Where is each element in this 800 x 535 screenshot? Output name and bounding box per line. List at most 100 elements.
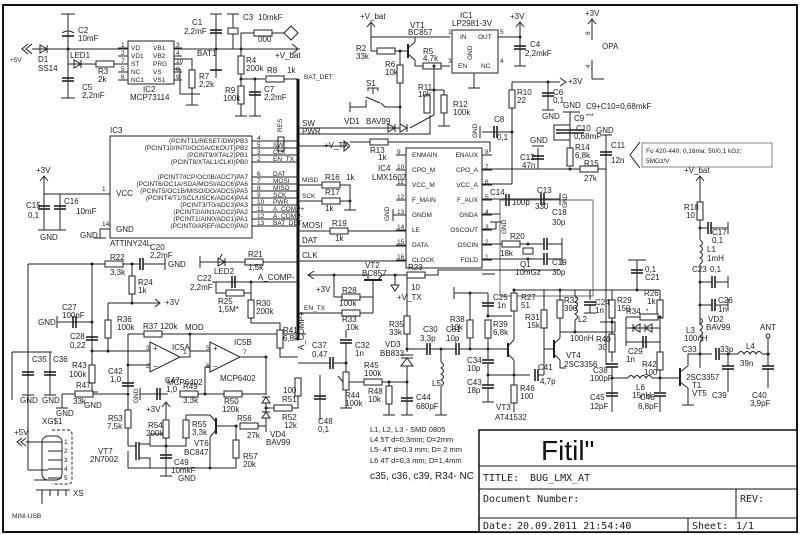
r16-ref: R16: [325, 173, 340, 182]
c6-gnd-label: GND: [542, 112, 560, 121]
r36-value: 100k: [117, 323, 135, 332]
mcu-pin-number: 8: [257, 185, 261, 192]
ic4-pin-number: 11: [397, 179, 404, 186]
c30-value: 3,3p: [420, 334, 436, 343]
vt1-ref: VT1: [410, 21, 425, 30]
vtx-arrow-icon: [343, 139, 351, 153]
c1-ref: C1: [192, 18, 203, 27]
sheet-value: 1/1: [736, 521, 754, 532]
r32-value: 390: [564, 304, 578, 313]
r15-ref: R15: [584, 159, 599, 168]
sheet-label: Sheet:: [692, 521, 728, 532]
c16-ref: C16: [64, 197, 79, 206]
ic2-pin-6: 6: [121, 74, 125, 81]
s1-ref: S1: [366, 79, 376, 88]
r33-value: 10k: [346, 323, 360, 332]
r10-ref: R10: [517, 88, 532, 97]
c19-value: 30p: [552, 268, 566, 277]
c6-ref: C6: [553, 88, 564, 97]
l2-value: 100nH: [570, 334, 594, 343]
vt4-value: 2SC3356: [564, 360, 598, 369]
plus5v-connector-icon: [21, 43, 33, 55]
mcu-pin-net: MOSI: [273, 178, 290, 185]
bat-det-net-label: BAT_DET: [304, 74, 333, 81]
vt6-value: BC847: [184, 448, 209, 457]
r34-value: *: [646, 308, 649, 315]
ic4-pin-number: 9: [397, 149, 401, 156]
mosi-net-label-pll: MOSI: [302, 221, 322, 230]
t1-ref: T1: [692, 381, 702, 390]
ic4-pin-name: VCC_A: [456, 182, 478, 189]
usb-outline: [52, 429, 73, 485]
ic3-body: [109, 135, 253, 239]
c9c10-note: C9+C10=0,68mkF: [586, 102, 651, 111]
note-line-3: L5- 4T d=0.3 mm; D= 2 mm: [370, 445, 462, 454]
r39-ref: R39: [493, 320, 508, 329]
r55-value: 3,3k: [192, 428, 208, 437]
c17-value: 0,1: [712, 236, 724, 245]
c7-value: 2,2mF: [264, 93, 287, 102]
c30-ref: C30: [423, 325, 438, 334]
r56-value: 27k: [247, 431, 261, 440]
r21-value: 1,5k: [248, 263, 264, 272]
ic4-pin-number: 16: [397, 254, 405, 261]
r8-ref: R8: [267, 66, 278, 75]
ic2-pin-name-vs: VS: [153, 69, 162, 76]
resistor-r38-icon: [466, 319, 474, 339]
q1-ref: Q1: [520, 260, 531, 269]
l3-ref: L3: [686, 326, 695, 335]
c27-gnd-label: GND: [38, 318, 56, 327]
vbat-rf-label: +V_bat: [684, 166, 710, 175]
resistor-r23-icon: [406, 271, 426, 279]
resistor-r35-icon: [403, 315, 411, 335]
c45-value: 12pF: [590, 402, 608, 411]
l5-ref: L5: [432, 379, 441, 388]
misd-net-label: MISD: [302, 177, 319, 184]
resistor-r55-icon: [182, 419, 190, 439]
r13-ref: R13: [370, 146, 385, 155]
ic4-pin-name: DATA: [412, 242, 429, 249]
ic2-pin-name-vd: VD: [131, 45, 140, 52]
r53-value: 7,5k: [107, 422, 123, 431]
resistor-r56-icon: [239, 422, 259, 430]
c49-ref: C49: [174, 458, 189, 467]
r35-ref: R35: [389, 320, 404, 329]
r41-value: 6,8k: [283, 334, 299, 343]
c25-ref: C25: [493, 293, 508, 302]
r11-value: 10k: [418, 90, 432, 99]
c8-ref: C8: [494, 115, 505, 124]
r38-value: 10k: [450, 323, 464, 332]
c49-gnd-label: GND: [178, 474, 196, 483]
resistor-r20-icon: [501, 240, 521, 248]
resistor-r4-icon: [237, 55, 245, 75]
r42-value: 100: [644, 368, 658, 377]
usb-pin-number: 3: [64, 457, 68, 464]
plus3v-pll-label: +3V: [568, 77, 583, 86]
cap-c17-icon: [707, 221, 712, 235]
ic4-pin-number: 2: [485, 239, 489, 246]
r11-ref: R11: [418, 83, 433, 92]
ic4-pin-number: 8: [485, 149, 489, 156]
r54-value: 200k: [146, 429, 164, 438]
doc-number-label: Document Number:: [483, 494, 579, 505]
c3-value: 10mkF: [258, 13, 283, 22]
c16-value: 10mF: [76, 207, 97, 216]
en-tx-net-label: EN_TX: [304, 305, 326, 312]
c32-ref: C32: [355, 341, 370, 350]
c8-value: 0,1: [497, 133, 509, 142]
r49-value: 3,3k: [183, 396, 199, 405]
resistor-r14-icon: [566, 147, 574, 167]
mcu-pin-number: 5: [257, 142, 261, 149]
r12-value: 100k: [453, 108, 471, 117]
c4-value: 2,2mkF: [525, 49, 552, 58]
nc-note: c35, c36, c39, R34- NC: [370, 471, 474, 482]
t1-value: 2SC3357: [686, 373, 720, 382]
clk-net-label-pll: CLK: [302, 251, 318, 260]
ic4-pin-name: LE: [412, 227, 421, 234]
vt2-ref: VT2: [365, 261, 380, 270]
q1-value: 10mGz: [515, 268, 541, 277]
mcu-pin-name: (PCINT8/XTAL1/CLKI)PB0: [171, 159, 249, 166]
usb-pin-number: 4: [64, 466, 68, 473]
opamp-ic5a-icon: [149, 341, 182, 373]
ic5a-pin-1: 1: [183, 349, 187, 356]
